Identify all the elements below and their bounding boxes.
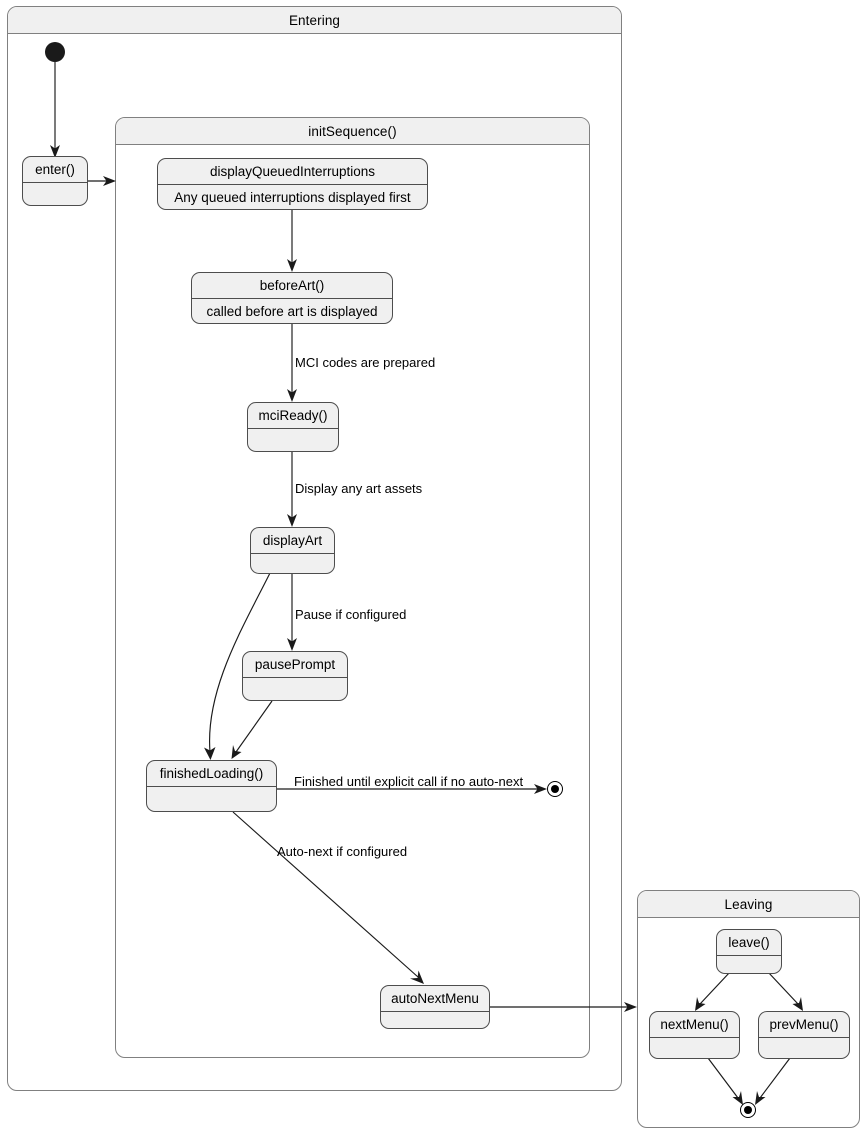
state-node-display-queued-interruptions-body: Any queued interruptions displayed first [174, 190, 411, 205]
edge-label-mci-codes-are-prepared: MCI codes are prepared [295, 355, 436, 370]
state-node-pause-prompt[interactable]: pausePrompt [242, 651, 348, 701]
state-node-mci-ready-title: mciReady() [258, 408, 328, 423]
state-node-auto-next-menu-title: autoNextMenu [391, 991, 479, 1006]
state-node-enter[interactable]: enter() [22, 156, 88, 206]
state-node-next-menu-separator [650, 1037, 739, 1038]
state-node-pause-prompt-separator [243, 677, 347, 678]
state-node-before-art[interactable]: beforeArt() called before art is display… [191, 272, 393, 324]
state-node-next-menu[interactable]: nextMenu() [649, 1011, 740, 1059]
composite-state-entering-title: Entering [8, 7, 621, 34]
state-node-before-art-separator [192, 298, 392, 299]
state-node-next-menu-body [650, 1038, 739, 1058]
state-node-finished-loading-separator [147, 786, 276, 787]
composite-state-leaving[interactable]: Leaving [637, 890, 860, 1128]
state-node-before-art-body: called before art is displayed [206, 304, 378, 319]
composite-state-init-sequence-title: initSequence() [116, 118, 589, 145]
edge-label-finished-until-explicit-call: Finished until explicit call if no auto-… [294, 774, 524, 789]
state-node-prev-menu[interactable]: prevMenu() [758, 1011, 850, 1059]
state-node-finished-loading[interactable]: finishedLoading() [146, 760, 277, 812]
state-node-enter-body [23, 183, 87, 205]
state-node-pause-prompt-body [243, 678, 347, 700]
state-node-prev-menu-title: prevMenu() [769, 1017, 839, 1032]
state-node-display-art[interactable]: displayArt [250, 527, 335, 574]
final-state-leaving[interactable] [740, 1102, 756, 1118]
initial-state-entering[interactable] [45, 42, 65, 62]
state-node-display-art-title: displayArt [262, 533, 323, 548]
state-node-mci-ready-separator [248, 428, 338, 429]
state-node-leave-body [717, 956, 781, 973]
state-node-enter-title: enter() [35, 162, 75, 177]
state-node-auto-next-menu[interactable]: autoNextMenu [380, 985, 490, 1029]
state-node-auto-next-menu-body [381, 1012, 489, 1028]
state-node-display-queued-interruptions[interactable]: displayQueuedInterruptions Any queued in… [157, 158, 428, 210]
state-node-prev-menu-separator [759, 1037, 849, 1038]
state-node-display-art-body [251, 554, 334, 573]
final-state-entering[interactable] [547, 781, 563, 797]
state-node-enter-separator [23, 182, 87, 183]
composite-state-init-sequence[interactable]: initSequence() [115, 117, 590, 1058]
state-node-finished-loading-body [147, 787, 276, 809]
edge-label-display-any-art-assets: Display any art assets [295, 481, 423, 496]
edge-auto-next-menu-to-leaving-arrowhead [624, 1002, 637, 1012]
state-node-before-art-title: beforeArt() [259, 278, 325, 293]
state-node-prev-menu-body [759, 1038, 849, 1058]
state-node-leave-title: leave() [728, 935, 770, 950]
state-node-next-menu-title: nextMenu() [660, 1017, 729, 1032]
edge-label-pause-if-configured: Pause if configured [295, 607, 407, 622]
composite-state-leaving-title: Leaving [638, 891, 859, 918]
state-node-display-queued-interruptions-title: displayQueuedInterruptions [209, 164, 376, 179]
edge-label-auto-next-if-configured: Auto-next if configured [277, 844, 408, 859]
state-node-finished-loading-title: finishedLoading() [159, 766, 264, 781]
state-node-auto-next-menu-separator [381, 1011, 489, 1012]
state-node-mci-ready-body [248, 429, 338, 451]
state-node-leave-separator [717, 955, 781, 956]
state-node-display-art-separator [251, 553, 334, 554]
state-node-pause-prompt-title: pausePrompt [254, 657, 336, 672]
state-node-display-queued-interruptions-separator [158, 184, 427, 185]
state-node-leave[interactable]: leave() [716, 929, 782, 974]
state-node-mci-ready[interactable]: mciReady() [247, 402, 339, 452]
